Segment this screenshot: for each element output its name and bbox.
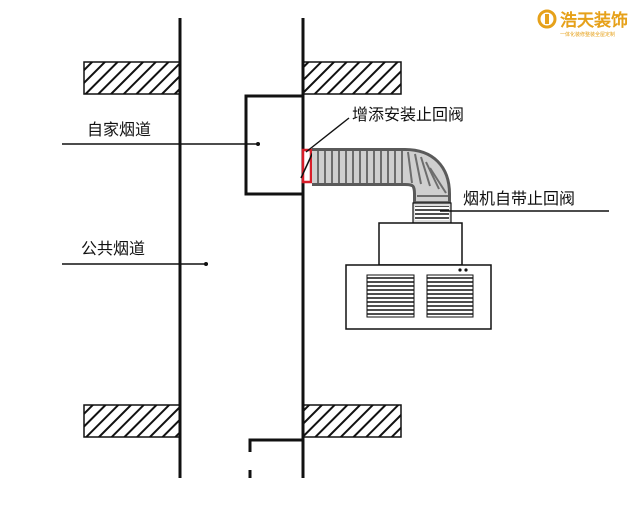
brand-name: 浩天装饰 [560,10,628,31]
public-flue-label: 公共烟道 [81,239,145,258]
added-check-valve [300,148,314,184]
hood-filter-left [366,274,415,318]
floor-slab-top-left [83,61,181,95]
hood-check-valve-label: 烟机自带止回阀 [463,189,575,208]
hood-check-valve [412,202,452,224]
lower-flue-branch [248,438,303,478]
brand-logo: 浩天装饰 一体化装修整装全屋定制 [537,9,628,38]
hood-indicator-light [458,268,462,272]
added-valve-leader [305,117,350,153]
brand-tagline: 一体化装修整装全屋定制 [560,31,615,38]
floor-slab-bottom-right [302,404,402,438]
added-check-valve-label: 增添安装止回阀 [352,105,464,124]
own-flue-label: 自家烟道 [87,120,151,139]
brand-logo-icon [537,9,557,29]
own-flue-branch [244,94,303,196]
flexible-duct [312,148,451,205]
hood-filter-right [426,274,474,318]
floor-slab-bottom-left [83,404,181,438]
floor-slab-top-right [302,61,402,95]
range-hood [345,222,492,330]
